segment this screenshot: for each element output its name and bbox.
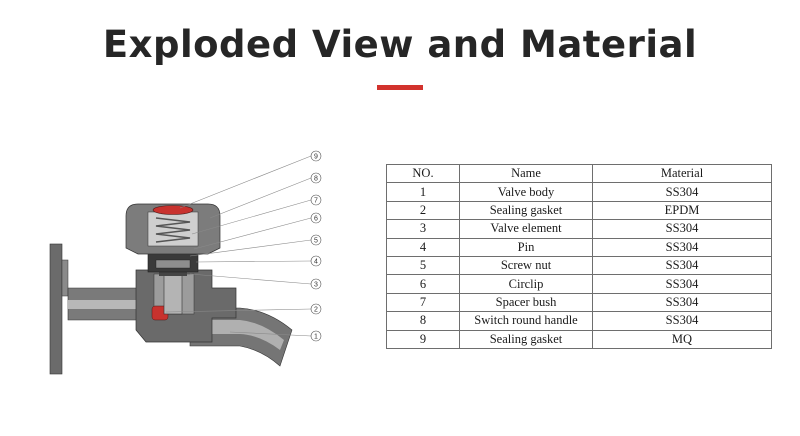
header-name: Name <box>459 163 593 184</box>
cell-no: 2 <box>386 200 460 221</box>
top-sealing-gasket <box>152 205 194 215</box>
flange <box>49 243 63 375</box>
callout-8: 8 <box>310 172 322 184</box>
valve-cross-section-diagram: 9 8 7 6 5 4 3 2 1 <box>49 150 322 375</box>
flange-face <box>61 259 69 297</box>
svg-text:7: 7 <box>314 198 318 205</box>
table-row: 5 Screw nut SS304 <box>386 255 772 276</box>
cell-name: Spacer bush <box>459 292 593 313</box>
cell-material: SS304 <box>592 237 772 257</box>
cell-material: SS304 <box>592 292 772 313</box>
cell-no: 1 <box>386 182 460 202</box>
outlet-bore <box>190 320 284 350</box>
svg-text:8: 8 <box>314 176 318 183</box>
callout-4: 4 <box>310 255 322 267</box>
svg-text:5: 5 <box>314 238 318 245</box>
svg-text:3: 3 <box>314 282 318 289</box>
cell-material: SS304 <box>592 219 772 239</box>
material-table: NO. Name Material 1 Valve body SS304 2 S… <box>386 163 772 349</box>
cell-material: EPDM <box>592 200 772 221</box>
cell-name: Sealing gasket <box>459 200 593 221</box>
cell-name: Sealing gasket <box>459 329 593 349</box>
table-row: 3 Valve element SS304 <box>386 219 772 239</box>
cell-no: 4 <box>386 237 460 257</box>
leader-lines <box>165 155 312 337</box>
cell-material: SS304 <box>592 182 772 202</box>
spacer-bush <box>155 259 191 269</box>
cell-material: MQ <box>592 329 772 349</box>
table-row: 2 Sealing gasket EPDM <box>386 200 772 221</box>
cell-no: 5 <box>386 255 460 276</box>
table-header-row: NO. Name Material <box>386 163 772 184</box>
spring <box>155 217 191 243</box>
cell-name: Screw nut <box>459 255 593 276</box>
cell-name: Switch round handle <box>459 311 593 331</box>
cell-no: 8 <box>386 311 460 331</box>
title-underline <box>377 85 423 90</box>
svg-text:4: 4 <box>314 259 318 266</box>
svg-text:6: 6 <box>314 216 318 223</box>
callout-6: 6 <box>310 212 322 224</box>
svg-text:1: 1 <box>314 334 318 341</box>
callout-5: 5 <box>310 234 322 246</box>
cell-no: 3 <box>386 219 460 239</box>
page-title: Exploded View and Material <box>102 23 698 66</box>
cell-no: 6 <box>386 274 460 294</box>
cell-material: SS304 <box>592 311 772 331</box>
table-row: 6 Circlip SS304 <box>386 274 772 294</box>
cell-material: SS304 <box>592 255 772 276</box>
table-row: 4 Pin SS304 <box>386 237 772 257</box>
cell-name: Valve element <box>459 219 593 239</box>
callout-9: 9 <box>310 150 322 162</box>
cell-name: Circlip <box>459 274 593 294</box>
inlet-bore <box>68 300 158 309</box>
table-row: 7 Spacer bush SS304 <box>386 292 772 313</box>
header-no: NO. <box>386 163 460 184</box>
cell-name: Valve body <box>459 182 593 202</box>
table-row: 1 Valve body SS304 <box>386 182 772 202</box>
table-row: 8 Switch round handle SS304 <box>386 311 772 331</box>
cell-name: Pin <box>459 237 593 257</box>
callout-7: 7 <box>310 194 322 206</box>
svg-text:2: 2 <box>314 307 318 314</box>
callout-3: 3 <box>310 278 322 290</box>
cell-no: 7 <box>386 292 460 313</box>
cell-material: SS304 <box>592 274 772 294</box>
handle-cavity <box>147 211 199 247</box>
svg-text:9: 9 <box>314 154 318 161</box>
callout-2: 2 <box>310 303 322 315</box>
header-material: Material <box>592 163 772 184</box>
pin <box>159 272 187 276</box>
cell-no: 9 <box>386 329 460 349</box>
table-row: 9 Sealing gasket MQ <box>386 329 772 349</box>
callout-1: 1 <box>310 330 322 342</box>
